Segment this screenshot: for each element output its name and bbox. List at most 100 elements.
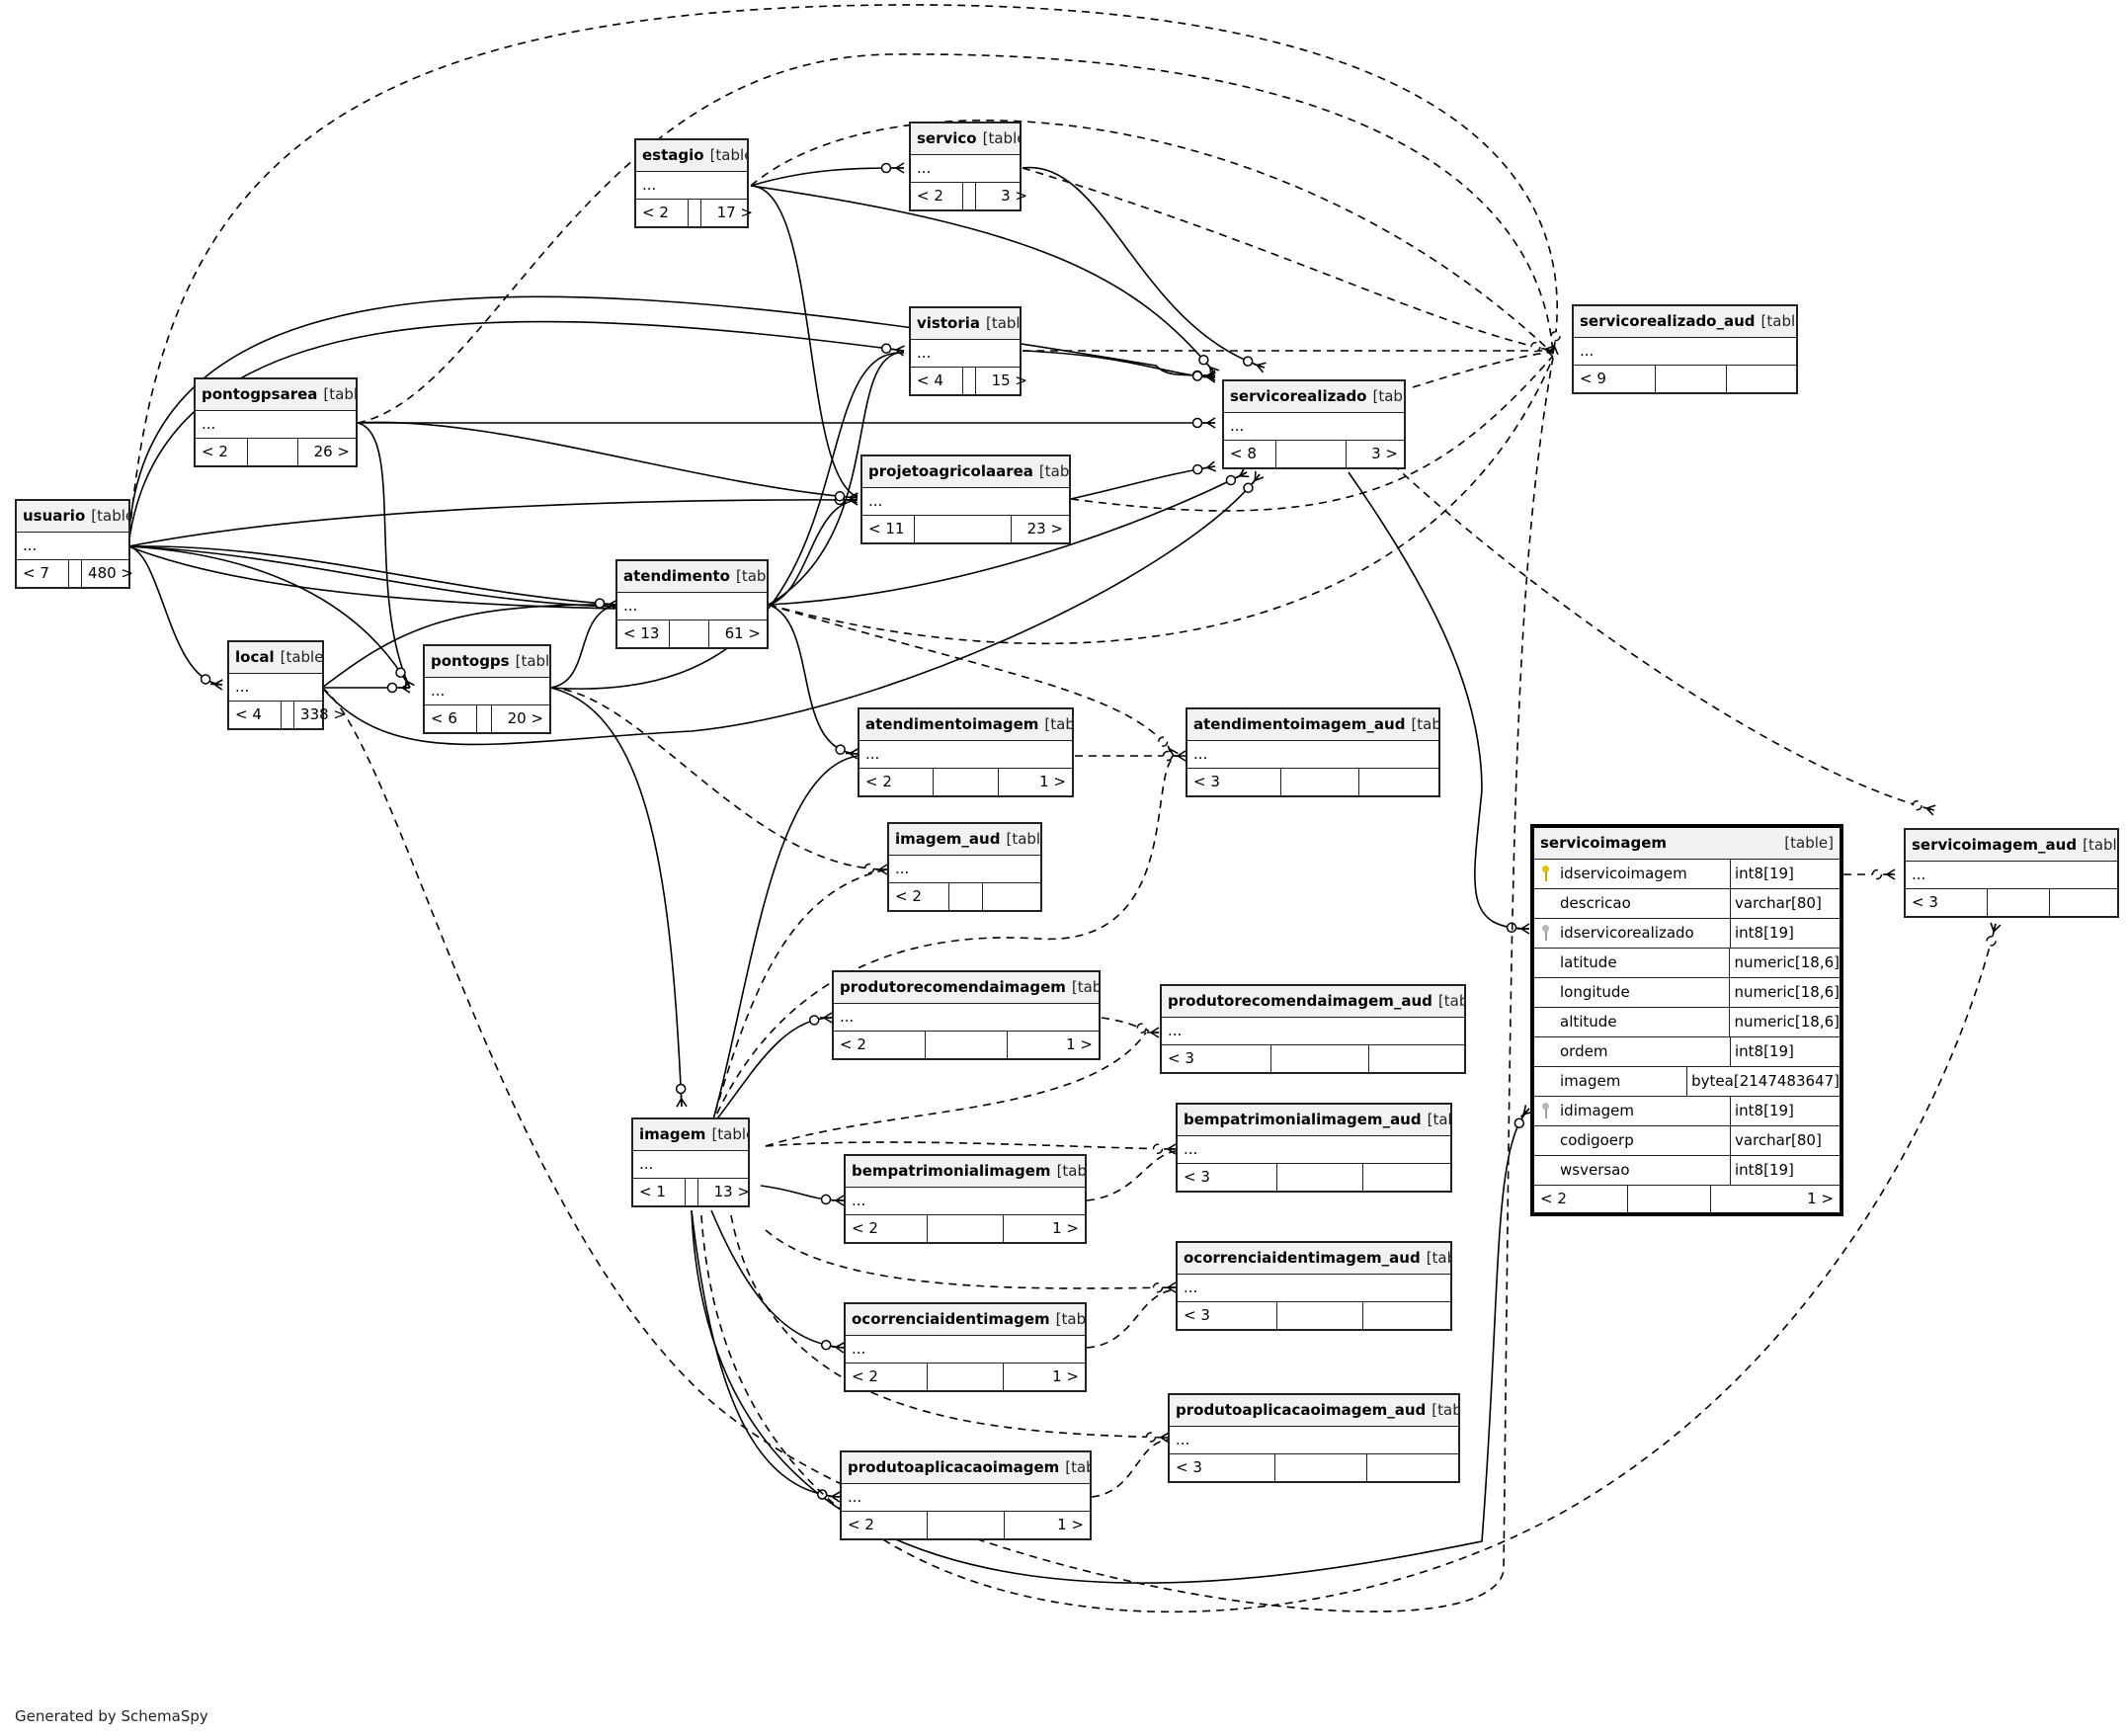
columns-collapsed: ... (911, 155, 1020, 183)
children-count[interactable]: 26 > (313, 443, 350, 460)
parents-count[interactable]: < 9 (1574, 366, 1656, 392)
table-footer: < 3 (1187, 769, 1438, 795)
column-type: numeric[18,6] (1734, 983, 1840, 1001)
table-header: local[table] (229, 642, 322, 674)
parents-count[interactable]: < 13 (617, 620, 670, 647)
table-header: pontogps[table] (425, 646, 549, 678)
table-ocorrenciaidentimagem[interactable]: ocorrenciaidentimagem[table] ... < 21 > (844, 1302, 1087, 1392)
table-produtoaplicacaoimagem-aud[interactable]: produtoaplicacaoimagem_aud[table] ... < … (1168, 1393, 1460, 1483)
children-count[interactable]: 13 > (713, 1183, 750, 1200)
parents-count[interactable]: < 3 (1178, 1164, 1277, 1191)
table-pontogpsarea[interactable]: pontogpsarea[table] ... < 226 > (194, 377, 358, 467)
parents-count[interactable]: < 2 (846, 1215, 928, 1242)
edge-usuario-servicorealizado (127, 295, 1216, 547)
columns-collapsed: ... (834, 1004, 1099, 1032)
parents-count[interactable]: < 7 (17, 560, 69, 587)
children-count[interactable]: 1 > (1039, 773, 1066, 790)
table-imagem-aud[interactable]: imagem_aud[table] ... < 2 (887, 822, 1042, 912)
parents-count[interactable]: < 3 (1162, 1045, 1271, 1072)
parents-count[interactable]: < 2 (636, 200, 689, 226)
optional-marker (880, 343, 892, 354)
children-count[interactable]: 1 > (1066, 1035, 1093, 1053)
column-name: idservicoimagem (1534, 860, 1731, 888)
optional-marker (834, 491, 846, 502)
parents-count[interactable]: < 2 (1534, 1186, 1628, 1212)
table-estagio[interactable]: estagio[table] ... < 217 > (634, 138, 753, 228)
table-servicorealizado-aud[interactable]: servicorealizado_aud[table] ... < 9 (1572, 304, 1798, 394)
children-count[interactable]: 61 > (724, 624, 761, 642)
parents-count[interactable]: < 3 (1906, 889, 1988, 916)
table-atendimentoimagem[interactable]: atendimentoimagem[table] ... < 21 > (858, 707, 1074, 797)
children-count[interactable]: 1 > (1052, 1219, 1079, 1237)
children-count[interactable]: 1 > (1807, 1190, 1834, 1207)
children-count[interactable]: 17 > (716, 204, 753, 221)
table-servicorealizado[interactable]: servicorealizado[table] ... < 83 > (1222, 379, 1406, 469)
table-servicoimagem-aud[interactable]: servicoimagem_aud[table] ... < 3 (1904, 828, 2119, 918)
children-count[interactable]: 3 > (1371, 445, 1398, 462)
edge-produtoaplicacaoimagem-aud (1091, 1439, 1170, 1498)
children-count[interactable]: 1 > (1052, 1367, 1079, 1385)
parents-count[interactable]: < 11 (862, 516, 915, 542)
parents-count[interactable]: < 2 (846, 1364, 928, 1390)
columns-collapsed: ... (1170, 1427, 1458, 1454)
table-bempatrimonialimagem[interactable]: bempatrimonialimagem[table] ... < 21 > (844, 1154, 1087, 1244)
table-imagem[interactable]: imagem[table] ... < 113 > (631, 1117, 750, 1207)
children-count[interactable]: 23 > (1026, 520, 1063, 537)
table-header: projetoagricolaarea[table] (862, 456, 1069, 488)
parents-count[interactable]: < 2 (859, 769, 934, 795)
parents-count[interactable]: < 6 (425, 705, 477, 732)
edge-atendimento-servicorealizado-aud (768, 357, 1554, 645)
table-atendimentoimagem-aud[interactable]: atendimentoimagem_aud[table] ... < 3 (1186, 707, 1440, 797)
children-count[interactable]: 1 > (1057, 1516, 1084, 1533)
parents-count[interactable]: < 2 (842, 1512, 928, 1538)
table-ocorrenciaidentimagem-aud[interactable]: ocorrenciaidentimagem_aud[table] ... < 3 (1176, 1241, 1452, 1331)
table-footer: < 4 338 > (229, 702, 346, 728)
table-vistoria[interactable]: vistoria[table] ... < 415 > (909, 306, 1027, 396)
parents-count[interactable]: < 2 (196, 439, 248, 465)
columns-collapsed: ... (1224, 413, 1404, 441)
children-count[interactable]: 338 > (300, 705, 346, 723)
parents-count[interactable]: < 2 (911, 183, 963, 209)
edge-servico-servicorealizado (1022, 167, 1267, 373)
parents-count[interactable]: < 4 (911, 368, 963, 394)
table-header: atendimentoimagem[table] (859, 709, 1072, 741)
parents-count[interactable]: < 3 (1170, 1454, 1275, 1481)
table-produtoaplicacaoimagem[interactable]: produtoaplicacaoimagem[table] ... < 21 > (840, 1450, 1092, 1540)
table-produtorecomendaimagem-aud[interactable]: produtorecomendaimagem_aud[table] ... < … (1160, 984, 1466, 1074)
parents-count[interactable]: < 8 (1224, 441, 1276, 467)
table-produtorecomendaimagem[interactable]: produtorecomendaimagem[table] ... < 21 > (832, 970, 1101, 1060)
table-pontogps[interactable]: pontogps[table] ... < 620 > (423, 644, 551, 734)
parents-count[interactable]: < 4 (229, 702, 282, 728)
parents-count[interactable]: < 2 (834, 1032, 926, 1058)
parents-count[interactable]: < 3 (1178, 1302, 1277, 1329)
children-count[interactable]: 15 > (991, 372, 1027, 389)
children-count[interactable]: 480 > (88, 564, 133, 582)
edge-imagem-ocorrenciaidentimagem-aud (765, 1229, 1177, 1293)
table-servico[interactable]: servico[table] ... < 23 > (909, 122, 1027, 211)
parents-count[interactable]: < 2 (889, 883, 949, 910)
children-count[interactable]: 20 > (507, 709, 543, 727)
table-header: vistoria[table] (911, 308, 1020, 340)
children-count[interactable]: 3 > (1001, 187, 1027, 205)
table-bempatrimonialimagem-aud[interactable]: bempatrimonialimagem_aud[table] ... < 3 (1176, 1103, 1452, 1193)
edge-local-servicorealizado (321, 470, 1265, 746)
parents-count[interactable]: < 1 (633, 1179, 686, 1205)
parents-count[interactable]: < 3 (1187, 769, 1281, 795)
